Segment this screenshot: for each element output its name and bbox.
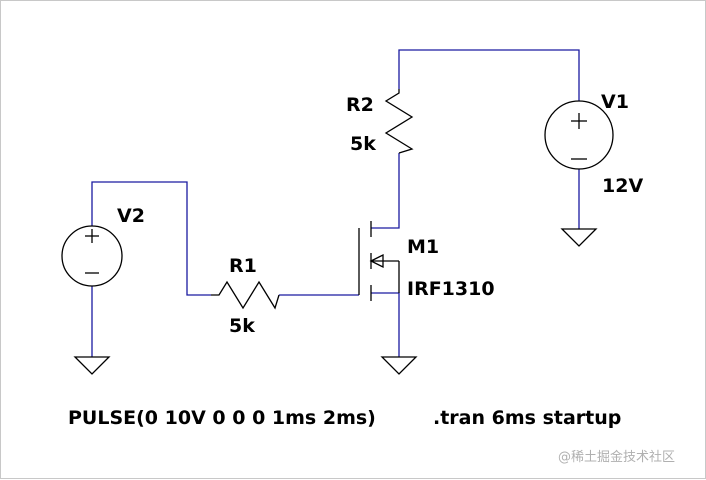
ground-m1-symbol xyxy=(380,356,418,375)
r2-resistor-symbol[interactable] xyxy=(384,89,414,154)
ground-v1-symbol xyxy=(560,228,598,247)
v1-label: V1 xyxy=(601,91,629,113)
m1-mosfet-symbol[interactable] xyxy=(358,221,400,301)
wire-v2-top xyxy=(91,181,211,296)
r1-value: 5k xyxy=(229,315,255,337)
watermark-text: @稀土掘金技术社区 xyxy=(558,449,675,465)
ground-v2-symbol xyxy=(73,356,111,375)
v1-value: 12V xyxy=(602,175,643,197)
r1-label: R1 xyxy=(229,255,257,277)
pulse-directive: PULSE(0 10V 0 0 0 1ms 2ms) xyxy=(68,407,376,429)
tran-directive: .tran 6ms startup xyxy=(433,407,621,429)
v1-source-symbol[interactable] xyxy=(544,100,614,170)
wire-source xyxy=(371,292,400,357)
r2-label: R2 xyxy=(346,94,374,116)
wire-top-rail xyxy=(398,49,580,101)
v2-label: V2 xyxy=(117,205,145,227)
m1-model: IRF1310 xyxy=(407,278,495,300)
v2-source-symbol[interactable] xyxy=(61,225,123,287)
r2-value: 5k xyxy=(350,133,376,155)
wires xyxy=(91,49,580,357)
r1-resistor-symbol[interactable] xyxy=(211,280,280,310)
wire-r2-drain xyxy=(371,153,400,229)
m1-label: M1 xyxy=(407,236,439,258)
